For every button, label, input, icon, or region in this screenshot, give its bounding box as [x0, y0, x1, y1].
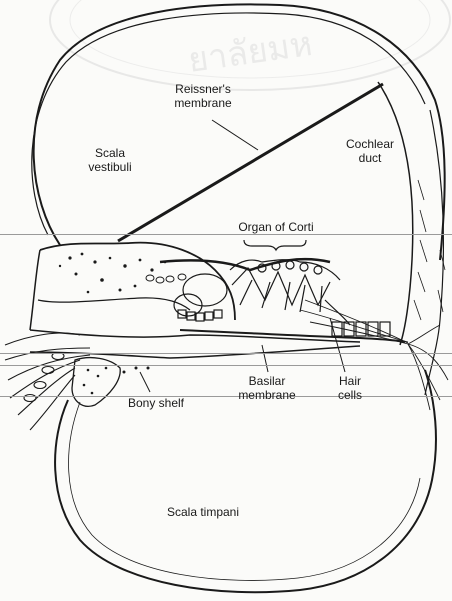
- organ-of-corti-cells: [174, 260, 390, 336]
- reissners-label-line2: membrane: [163, 96, 243, 110]
- scala-tympani-inner: [69, 402, 420, 580]
- bony-shelf-dots: [83, 367, 150, 395]
- organ-of-corti-label: Organ of Corti: [226, 220, 326, 234]
- spiral-limbus: [40, 243, 235, 320]
- bony-shelf-label: Bony shelf: [106, 396, 206, 410]
- cochlear-duct-line1: Cochlear: [330, 137, 410, 151]
- cochlear-duct-label: Cochlear duct: [330, 137, 410, 165]
- organ-of-corti-bracket: [244, 240, 306, 250]
- cochlear-nerve-fibers: [5, 333, 90, 430]
- scala-vestibuli-label: Scala vestibuli: [70, 146, 150, 174]
- basilar-pointer: [262, 345, 268, 372]
- reissner-pointer: [212, 120, 258, 150]
- limbus-cells: [59, 253, 167, 294]
- basilar-line1: Basilar: [222, 374, 312, 388]
- scala-vestibuli-line2: vestibuli: [70, 160, 150, 174]
- scala-timpani-label: Scala timpani: [148, 505, 258, 519]
- cochlear-duct-line2: duct: [330, 151, 410, 165]
- limbus-lower: [38, 298, 190, 310]
- lateral-wall-hatch: [414, 180, 445, 320]
- hair-cells-line1: Hair: [325, 374, 375, 388]
- basilar-membrane-label: Basilar membrane: [222, 374, 312, 402]
- basilar-line2: membrane: [222, 388, 312, 402]
- reissners-label-line1: Reissner's: [163, 82, 243, 96]
- reissners-membrane-label: Reissner's membrane: [163, 82, 243, 110]
- scan-line: [0, 353, 452, 354]
- limbus-ovals: [146, 274, 186, 283]
- stria-wall: [378, 82, 413, 345]
- left-bony-wall: [30, 250, 40, 330]
- scan-line: [0, 234, 452, 235]
- bony-shelf-pointer: [140, 372, 150, 392]
- hair-cells-line2: cells: [325, 388, 375, 402]
- hair-cells-label: Hair cells: [325, 374, 375, 402]
- scan-line: [0, 365, 452, 366]
- svg-text:ยาลัยมห: ยาลัยมห: [186, 24, 315, 81]
- scala-vestibuli-line1: Scala: [70, 146, 150, 160]
